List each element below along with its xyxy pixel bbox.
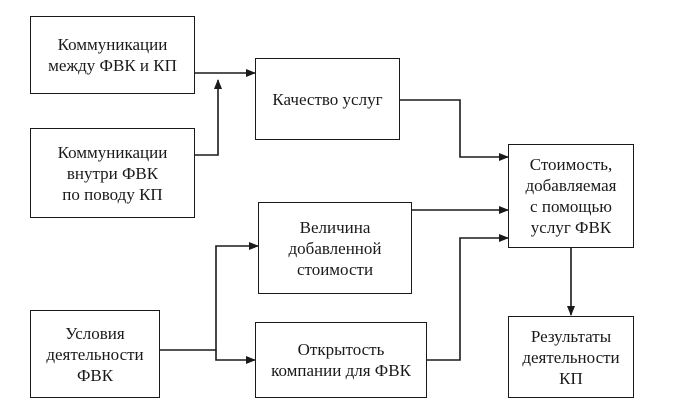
- edge-fvk-conditions-to-company-openness: [215, 350, 256, 364]
- node-label: Условия деятельности ФВК: [46, 323, 144, 385]
- edge-service-quality-to-value-added: [400, 99, 509, 161]
- node-kp-results: Результаты деятельности КП: [508, 316, 634, 398]
- node-label: Коммуникации внутри ФВК по поводу КП: [57, 142, 168, 204]
- node-comm-fvk-kp: Коммуникации между ФВК и КП: [30, 16, 195, 94]
- node-comm-inside-fvk: Коммуникации внутри ФВК по поводу КП: [30, 128, 195, 218]
- node-service-quality: Качество услуг: [255, 58, 400, 140]
- node-label: Коммуникации между ФВК и КП: [48, 35, 177, 75]
- node-label: Качество услуг: [272, 89, 383, 109]
- node-value-added-by-fvk: Стоимость, добавляемая с помощью услуг Ф…: [508, 144, 634, 248]
- node-label: Стоимость, добавляемая с помощью услуг Ф…: [525, 155, 617, 237]
- node-label: Открытость компании для ФВК: [271, 340, 411, 380]
- edge-company-openness-to-value-added: [427, 234, 509, 361]
- node-label: Величина добавленной стоимости: [288, 217, 382, 279]
- node-company-openness: Открытость компании для ФВК: [255, 322, 427, 398]
- node-fvk-conditions: Условия деятельности ФВК: [30, 310, 160, 398]
- node-added-value-size: Величина добавленной стоимости: [258, 202, 412, 294]
- edge-fvk-conditions-to-added-value-size: [160, 242, 259, 351]
- edge-comm-inside-fvk-to-service-quality: [195, 79, 222, 156]
- node-label: Результаты деятельности КП: [522, 326, 620, 388]
